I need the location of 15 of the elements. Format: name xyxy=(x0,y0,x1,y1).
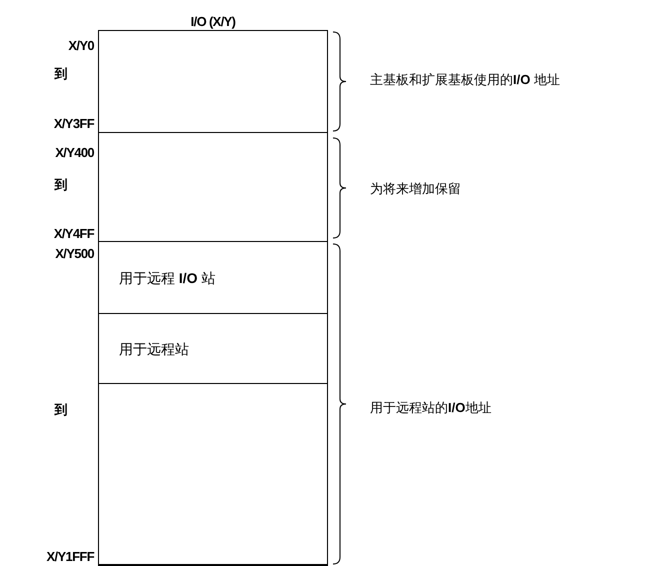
address-label: 到 xyxy=(54,177,67,193)
band-text: 用于远程 I/O 站 xyxy=(119,268,216,288)
address-label: X/Y400 xyxy=(55,145,94,161)
range-note: 主基板和扩展基板使用的I/O 地址 xyxy=(370,71,560,89)
address-label: X/Y3FF xyxy=(54,116,94,132)
address-label: 到 xyxy=(54,66,67,82)
address-label: X/Y4FF xyxy=(54,226,94,242)
range-note: 为将来增加保留 xyxy=(370,180,461,198)
address-label: X/Y500 xyxy=(55,246,94,262)
address-label: X/Y0 xyxy=(68,38,94,54)
column-heading: I/O (X/Y) xyxy=(190,13,236,31)
band-text: 用于远程站 xyxy=(119,340,189,358)
address-label: 到 xyxy=(54,402,67,418)
range-note: 用于远程站的I/O地址 xyxy=(370,399,492,417)
address-label: X/Y1FFF xyxy=(46,549,94,565)
